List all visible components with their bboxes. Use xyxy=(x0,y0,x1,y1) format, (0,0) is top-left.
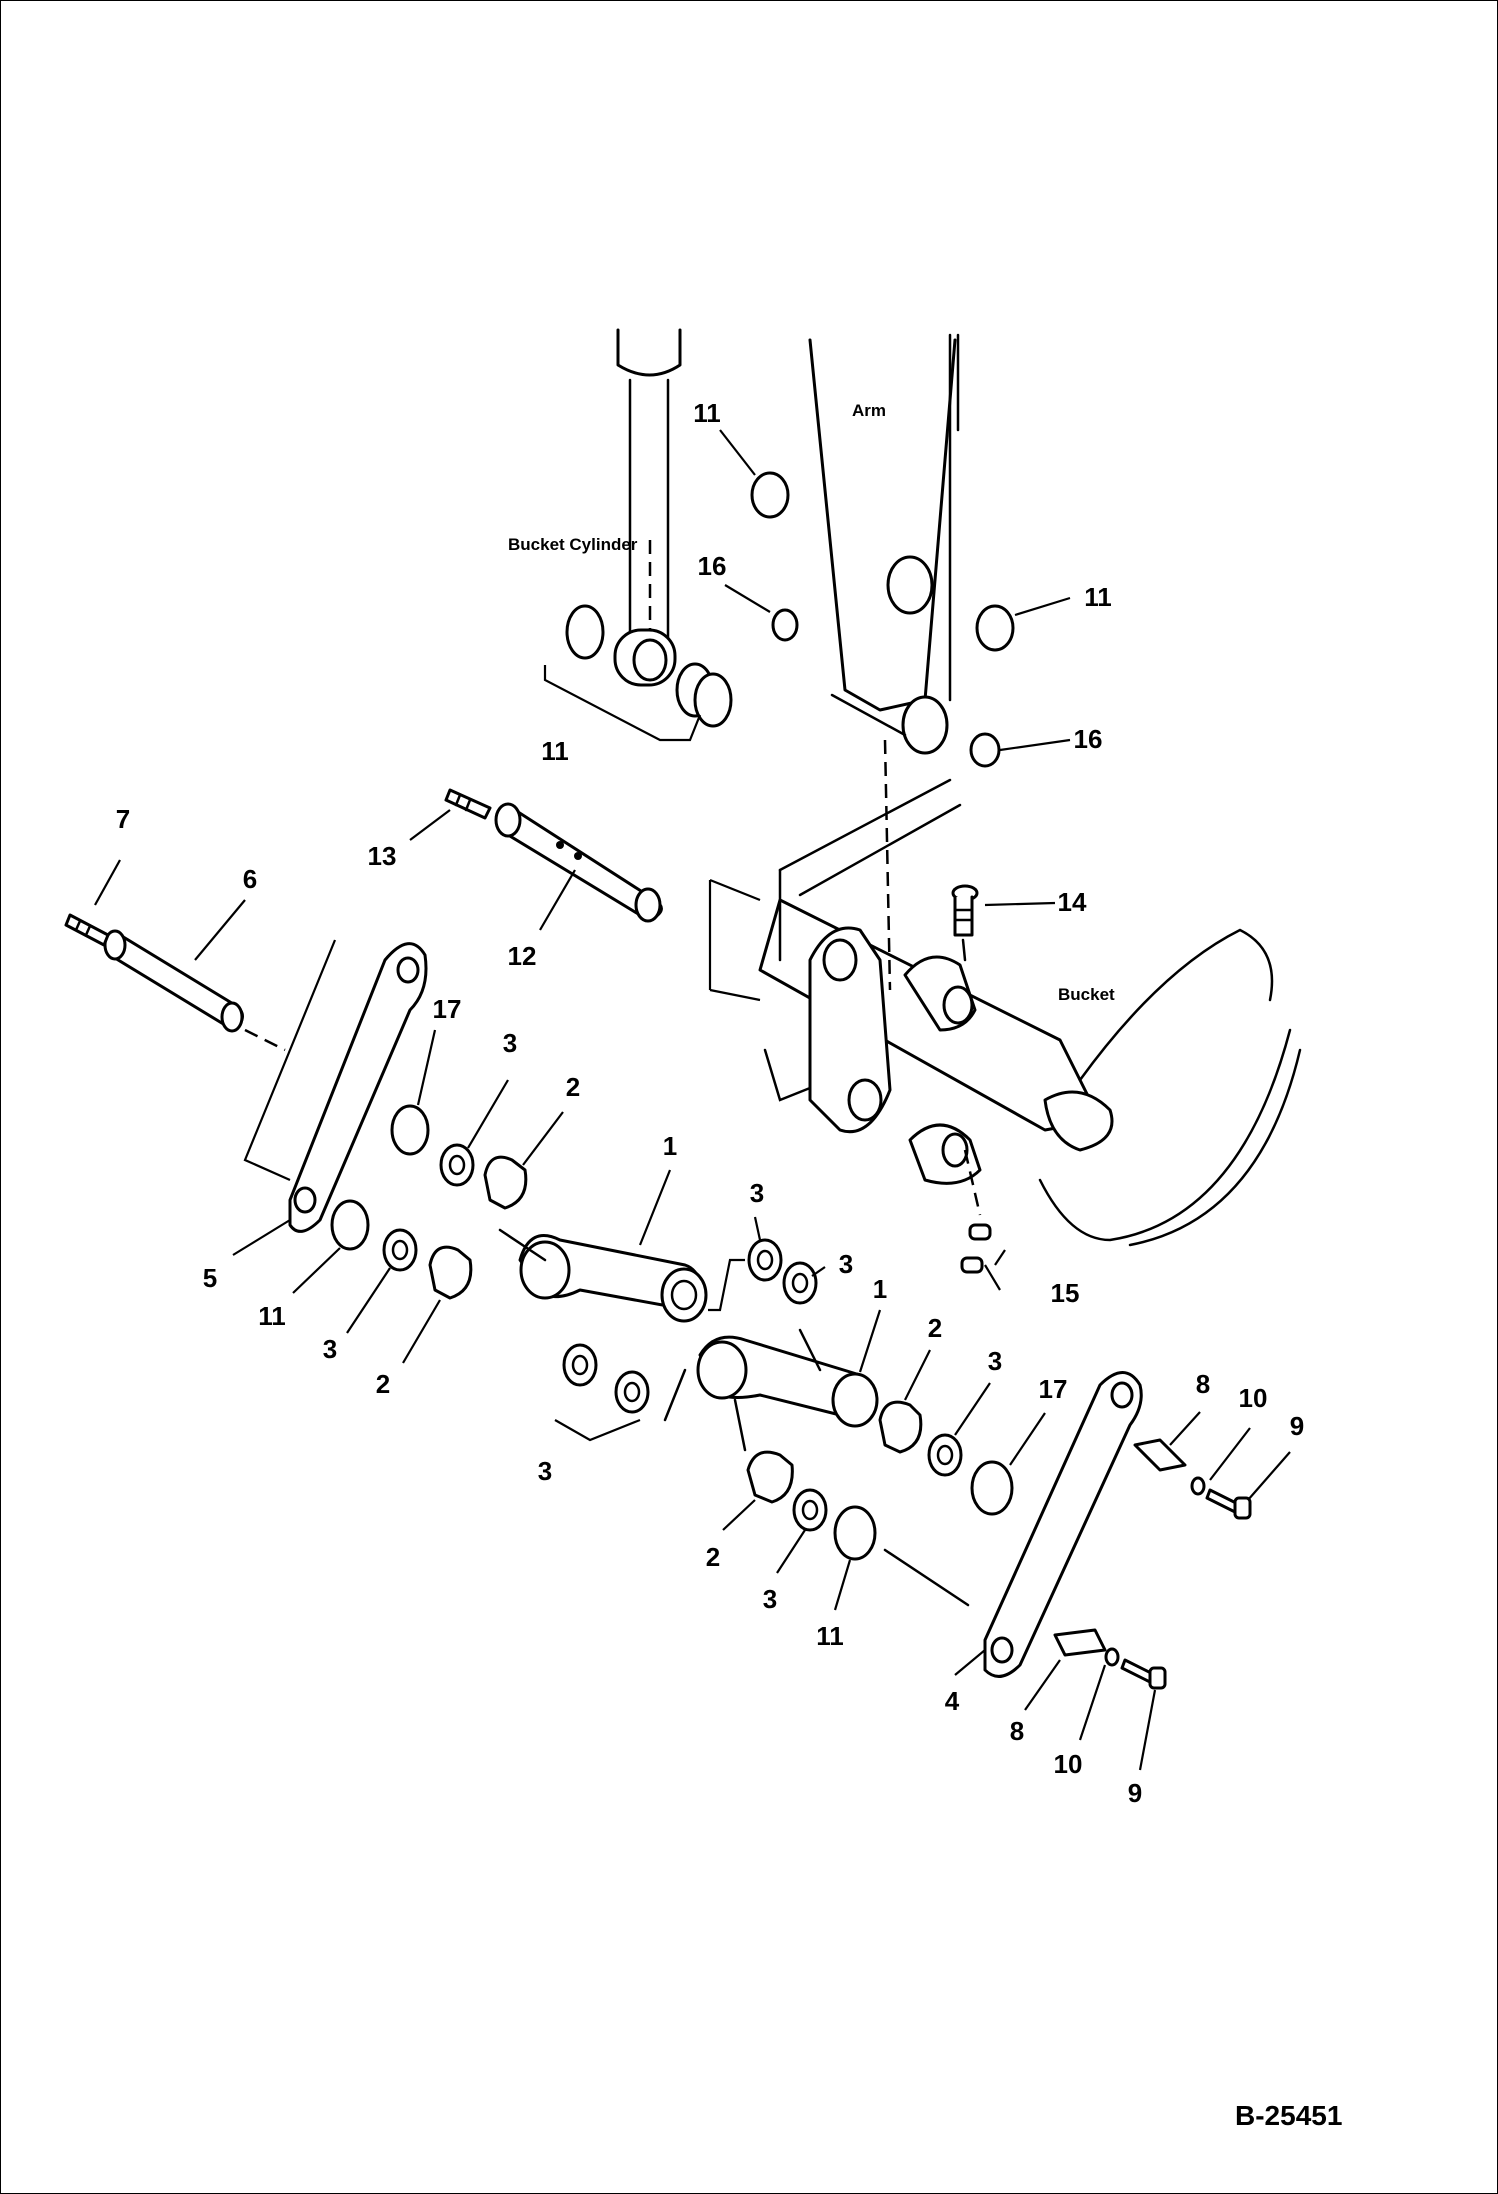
shim-11-cylinder-left xyxy=(565,604,605,660)
grease-fitting-7 xyxy=(64,913,110,947)
arm xyxy=(808,333,960,755)
centerline-arm xyxy=(883,739,892,991)
label-bucket: Bucket xyxy=(1058,985,1115,1004)
bolt-9-upper xyxy=(1205,1488,1252,1520)
callout-4: 4 xyxy=(945,1686,960,1716)
callout-2: 2 xyxy=(706,1542,720,1572)
pin-12 xyxy=(494,802,663,923)
shim-11-left xyxy=(330,1199,370,1251)
link-4 xyxy=(983,1371,1143,1678)
callout-10: 10 xyxy=(1239,1383,1268,1413)
bushing-2-left-lower xyxy=(428,1245,473,1300)
callout-11: 11 xyxy=(1084,582,1112,612)
label-bucket-cylinder: Bucket Cylinder xyxy=(508,535,638,554)
seal-3-right-lower xyxy=(792,1488,828,1532)
shim-11-arm-right xyxy=(975,604,1015,652)
seal-3-right-upper xyxy=(927,1433,963,1477)
shim-11-right xyxy=(833,1505,877,1561)
callout-10: 10 xyxy=(1054,1749,1083,1779)
callout-8: 8 xyxy=(1010,1716,1024,1746)
bolt-14 xyxy=(951,884,979,937)
callout-3: 3 xyxy=(538,1456,552,1486)
pin-6 xyxy=(103,929,244,1033)
seal-3-mid-b xyxy=(782,1261,818,1305)
link-5 xyxy=(288,942,428,1233)
callout-12: 12 xyxy=(508,941,537,971)
label-arm: Arm xyxy=(852,401,886,420)
callout-8: 8 xyxy=(1196,1369,1210,1399)
callout-3: 3 xyxy=(839,1249,853,1279)
callout-11: 11 xyxy=(258,1301,286,1331)
callout-9: 9 xyxy=(1290,1411,1304,1441)
seal-3-left-lower xyxy=(382,1228,418,1272)
bushing-2-right-upper xyxy=(878,1400,923,1454)
callout-17: 17 xyxy=(433,994,462,1024)
seal-3-left-upper xyxy=(439,1143,475,1187)
nuts-15 xyxy=(960,1223,992,1274)
centerline-pin-6 xyxy=(244,1028,286,1052)
seal-3-under-a xyxy=(562,1343,598,1387)
callout-11: 11 xyxy=(816,1621,844,1651)
link-1-upper xyxy=(518,1234,708,1323)
callout-7: 7 xyxy=(116,804,130,834)
link-1-lower xyxy=(696,1335,879,1428)
leader-lines xyxy=(94,429,1291,1771)
callout-2: 2 xyxy=(566,1072,580,1102)
callout-15: 15 xyxy=(1051,1278,1080,1308)
bucket xyxy=(708,778,1302,1247)
shim-17-right xyxy=(970,1460,1014,1516)
shim-11-arm-left xyxy=(750,471,790,519)
callout-11: 11 xyxy=(541,736,569,766)
callout-9: 9 xyxy=(1128,1778,1142,1808)
o-ring-16-b xyxy=(969,732,1001,768)
bracket-11-cylinder xyxy=(543,665,702,742)
callout-14: 14 xyxy=(1058,887,1087,917)
bushing-2-right-lower xyxy=(746,1450,794,1504)
callout-2: 2 xyxy=(928,1313,942,1343)
shim-17-left xyxy=(390,1104,430,1156)
bracket-link-5 xyxy=(243,939,337,1182)
plate-8-upper xyxy=(1133,1438,1187,1472)
callout-3: 3 xyxy=(750,1178,764,1208)
seal-3-under-b xyxy=(614,1370,650,1414)
plate-8-lower xyxy=(1053,1628,1107,1657)
callout-16: 16 xyxy=(1074,724,1103,754)
callout-2: 2 xyxy=(376,1369,390,1399)
callout-16: 16 xyxy=(698,551,727,581)
callout-6: 6 xyxy=(243,864,257,894)
callout-3: 3 xyxy=(503,1028,517,1058)
drawing-reference-number: B-25451 xyxy=(1235,2100,1342,2131)
callout-3: 3 xyxy=(323,1334,337,1364)
callout-13: 13 xyxy=(368,841,397,871)
o-ring-16-a xyxy=(771,608,799,642)
grease-fitting-13 xyxy=(444,788,492,820)
washer-10-upper xyxy=(1190,1476,1206,1496)
callout-5: 5 xyxy=(203,1263,217,1293)
callout-11: 11 xyxy=(693,398,721,428)
callout-3: 3 xyxy=(763,1584,777,1614)
bucket-cylinder xyxy=(613,328,682,687)
seal-3-mid-a xyxy=(747,1238,783,1282)
bolt-9-lower xyxy=(1120,1658,1167,1690)
bushing-2-left-upper xyxy=(483,1155,528,1210)
washer-10-lower xyxy=(1104,1647,1120,1667)
shim-11-cylinder-right-b xyxy=(693,672,733,728)
callout-1: 1 xyxy=(663,1131,677,1161)
callout-1: 1 xyxy=(873,1274,887,1304)
callout-17: 17 xyxy=(1039,1374,1068,1404)
callout-3: 3 xyxy=(988,1346,1002,1376)
